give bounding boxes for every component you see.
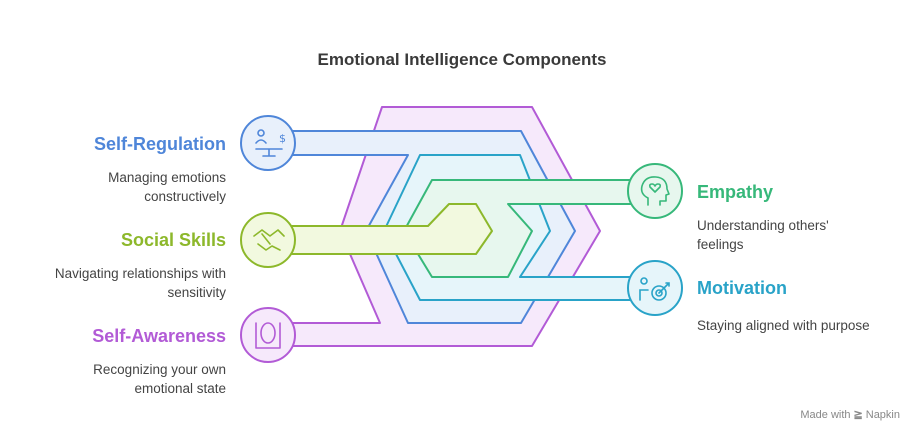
self-regulation-heading: Self-Regulation [93, 134, 226, 154]
self-awareness-heading: Self-Awareness [92, 326, 226, 346]
self-regulation-description: Managing emotions constructively [108, 168, 226, 206]
diagram-title: Emotional Intelligence Components [317, 50, 607, 69]
made-with-label: Made with [800, 409, 851, 421]
self-awareness-node [240, 307, 296, 363]
social-skills-band [288, 203, 493, 255]
description-line: sensitivity [167, 285, 226, 300]
social-skills-node [240, 212, 296, 268]
handshake-icon [253, 229, 285, 251]
motivation-description: Staying aligned with purpose [697, 316, 870, 335]
target-arrow-icon [639, 277, 670, 301]
description-line: Understanding others' [697, 218, 829, 233]
description-line: constructively [144, 189, 226, 204]
self-awareness-description: Recognizing your own emotional state [93, 360, 226, 398]
motivation-node [627, 260, 683, 316]
empathy-description: Understanding others' feelings [697, 216, 829, 254]
description-line: Staying aligned with purpose [697, 318, 870, 333]
description-line: emotional state [134, 381, 226, 396]
napkin-logo-icon: ≧ [853, 409, 863, 421]
description-line: Navigating relationships with [54, 266, 226, 281]
heart-head-icon [640, 176, 670, 206]
motivation-heading: Motivation [697, 278, 787, 298]
mirror-icon [255, 322, 281, 349]
self-regulation-node: $ [240, 115, 296, 171]
balance-scale-icon: $ [255, 129, 286, 157]
description-line: Recognizing your own [93, 362, 226, 377]
empathy-node [627, 163, 683, 219]
social-skills-heading: Social Skills [120, 230, 226, 250]
napkin-brand: Napkin [865, 409, 900, 421]
description-line: Managing emotions [108, 170, 226, 185]
made-with-napkin-credit[interactable]: Made with≧Napkin [800, 408, 900, 421]
svg-text:$: $ [279, 132, 286, 145]
social-skills-description: Navigating relationships with sensitivit… [55, 264, 226, 302]
empathy-heading: Empathy [697, 182, 774, 202]
description-line: feelings [697, 237, 744, 252]
